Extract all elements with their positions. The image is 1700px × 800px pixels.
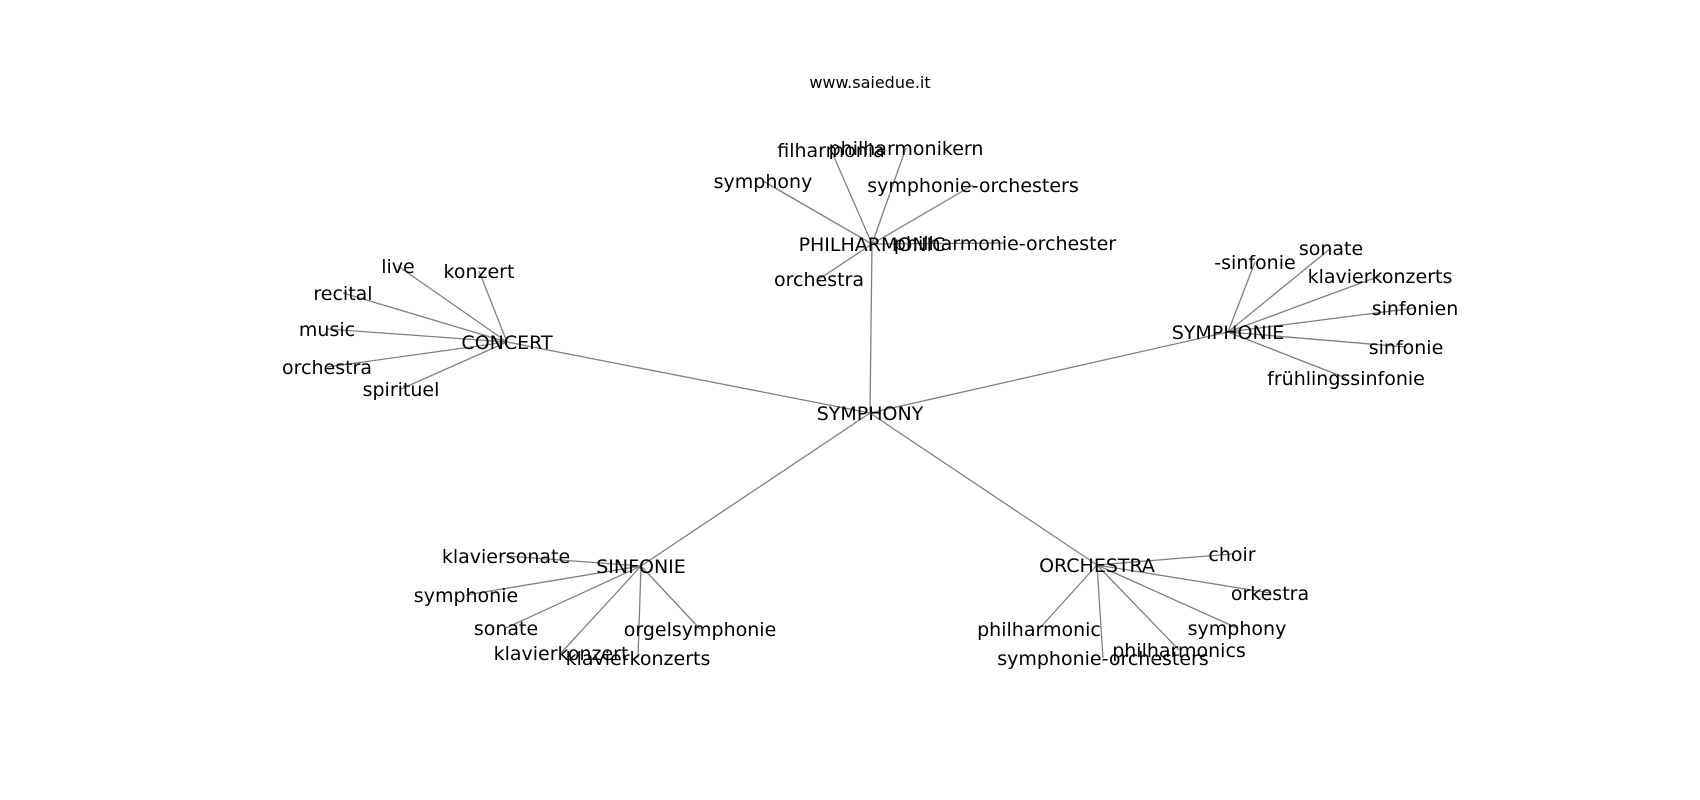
leaf-node: spirituel [363, 379, 440, 401]
leaf-node: filharmonia [777, 140, 885, 162]
edge-concert-leaf [400, 341, 508, 390]
leaf-node: recital [313, 283, 372, 305]
edge-orchestra-leaf [1096, 564, 1238, 629]
edge-concert-leaf [478, 270, 508, 343]
leaf-node: orchestra [774, 269, 864, 291]
leaf-node: symphonie-orchesters [997, 648, 1209, 670]
leaf-node: philharmonie-orchester [894, 233, 1116, 255]
edge-orchestra-leaf [1038, 564, 1098, 630]
leaf-node: choir [1208, 544, 1255, 566]
edge-root-orchestra [869, 412, 1098, 566]
leaf-node: frühlingssinfonie [1267, 368, 1425, 390]
edge-sinfonie-leaf [560, 565, 642, 654]
leaf-node: klaviersonate [442, 546, 570, 568]
graph-title: www.saiedue.it [809, 73, 930, 92]
edge-symphonie-leaf [1227, 307, 1416, 333]
leaf-node: sonate [474, 618, 538, 640]
hub-node-sinfonie: SINFONIE [596, 556, 686, 578]
edge-orchestra-leaf [1096, 564, 1271, 594]
edge-concert-leaf [326, 328, 508, 343]
edge-philharmonic-leaf [871, 184, 974, 245]
edge-root-symphonie [869, 331, 1229, 414]
leaf-node: symphony [714, 171, 813, 193]
edge-sinfonie-leaf [505, 555, 642, 567]
edge-philharmonic-leaf [871, 242, 1006, 245]
leaf-node: orchestra [282, 357, 372, 379]
leaf-node: symphonie [414, 585, 518, 607]
edge-concert-leaf [326, 341, 508, 368]
leaf-node: symphony [1188, 618, 1287, 640]
edge-root-sinfonie [640, 412, 871, 567]
leaf-node: philharmonikern [829, 138, 984, 160]
edges-layer [326, 147, 1416, 659]
leaf-node: sonate [1299, 238, 1363, 260]
edge-symphonie-leaf [1227, 275, 1381, 333]
leaf-node: sinfonien [1372, 298, 1459, 320]
leaf-node: -sinfonie [1214, 252, 1295, 274]
edge-symphonie-leaf [1227, 247, 1332, 333]
edge-symphonie-leaf [1227, 331, 1347, 379]
leaf-node: sinfonie [1369, 337, 1444, 359]
edge-concert-leaf [397, 265, 508, 343]
edge-sinfonie-leaf [465, 565, 642, 596]
edge-concert-leaf [342, 292, 508, 343]
leaf-node: live [381, 256, 415, 278]
leaf-node: orgelsymphonie [624, 619, 777, 641]
edge-philharmonic-leaf [762, 180, 873, 245]
edge-orchestra-leaf [1096, 564, 1104, 659]
leaf-node: konzert [444, 261, 515, 283]
edge-orchestra-leaf [1096, 553, 1233, 566]
edge-sinfonie-leaf [640, 565, 701, 630]
edge-sinfonie-leaf [637, 565, 642, 659]
edge-orchestra-leaf [1096, 564, 1180, 651]
leaf-node: klavierkonzerts [566, 648, 711, 670]
edge-sinfonie-leaf [505, 565, 642, 629]
hub-node-orchestra: ORCHESTRA [1039, 555, 1155, 577]
labels-layer: www.saiedue.it SYMPHONY PHILHARMONIC filha… [282, 73, 1458, 670]
edge-root-concert [506, 341, 871, 414]
leaf-node: klavierkonzert [494, 643, 629, 665]
leaf-node: orkestra [1231, 583, 1309, 605]
edge-philharmonic-leaf [830, 149, 873, 245]
leaf-node: music [299, 319, 355, 341]
leaf-node: philharmonic [977, 619, 1101, 641]
leaf-node: klavierkonzerts [1308, 266, 1453, 288]
edge-symphonie-leaf [1227, 331, 1407, 348]
leaf-node: symphonie-orchesters [867, 175, 1079, 197]
edge-philharmonic-leaf [818, 243, 873, 280]
edge-symphonie-leaf [1227, 261, 1256, 333]
hub-node-symphonie: SYMPHONIE [1172, 322, 1285, 344]
edge-root-philharmonic [869, 243, 873, 414]
hub-node-concert: CONCERT [461, 332, 553, 354]
edge-philharmonic-leaf [871, 147, 907, 245]
leaf-node: philharmonics [1112, 640, 1246, 662]
hub-node-philharmonic: PHILHARMONIC [799, 234, 946, 256]
root-node: SYMPHONY [817, 403, 924, 425]
